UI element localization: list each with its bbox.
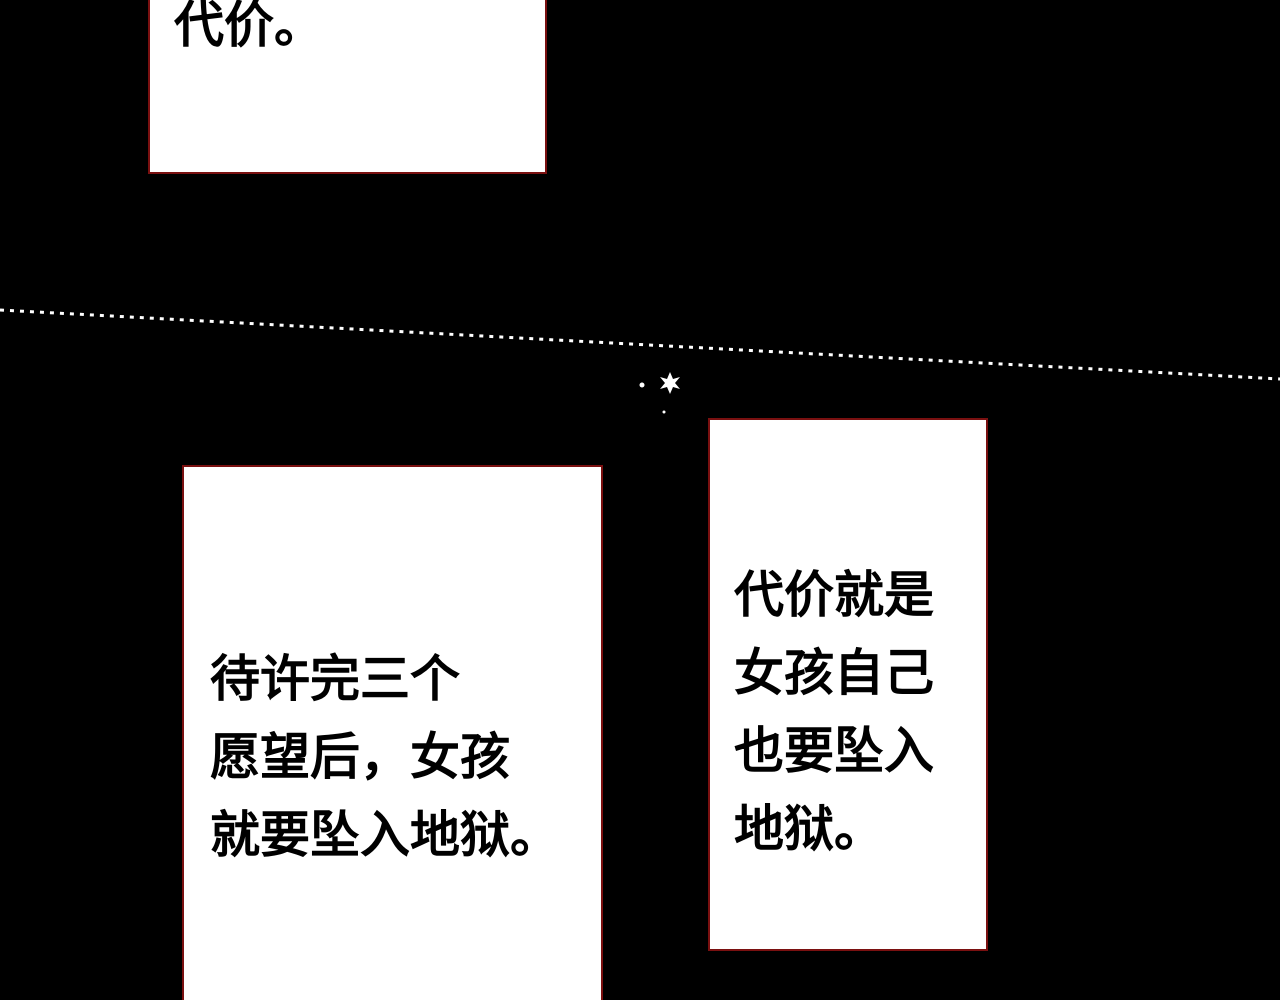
caption-line: 愿望后，女孩	[210, 728, 510, 786]
caption-top: 代价。	[174, 0, 324, 64]
speech-panel-left: 待许完三个 愿望后，女孩 就要坠入地狱。	[182, 465, 603, 1000]
caption-line: 代价就是	[734, 566, 934, 624]
speech-panel-top: 代价。	[148, 0, 547, 174]
caption-line: 待许完三个	[210, 650, 460, 708]
caption-right: 代价就是 女孩自己 也要坠入 地狱。	[734, 556, 934, 868]
caption-line: 女孩自己	[734, 644, 934, 702]
speech-panel-right: 代价就是 女孩自己 也要坠入 地狱。	[708, 418, 988, 951]
caption-line: 代价。	[174, 0, 324, 54]
caption-left: 待许完三个 愿望后，女孩 就要坠入地狱。	[210, 640, 560, 874]
caption-line: 地狱。	[734, 800, 884, 858]
caption-line: 就要坠入地狱。	[210, 806, 560, 864]
caption-line: 也要坠入	[734, 722, 934, 780]
sparkle-star-icon	[639, 372, 680, 414]
